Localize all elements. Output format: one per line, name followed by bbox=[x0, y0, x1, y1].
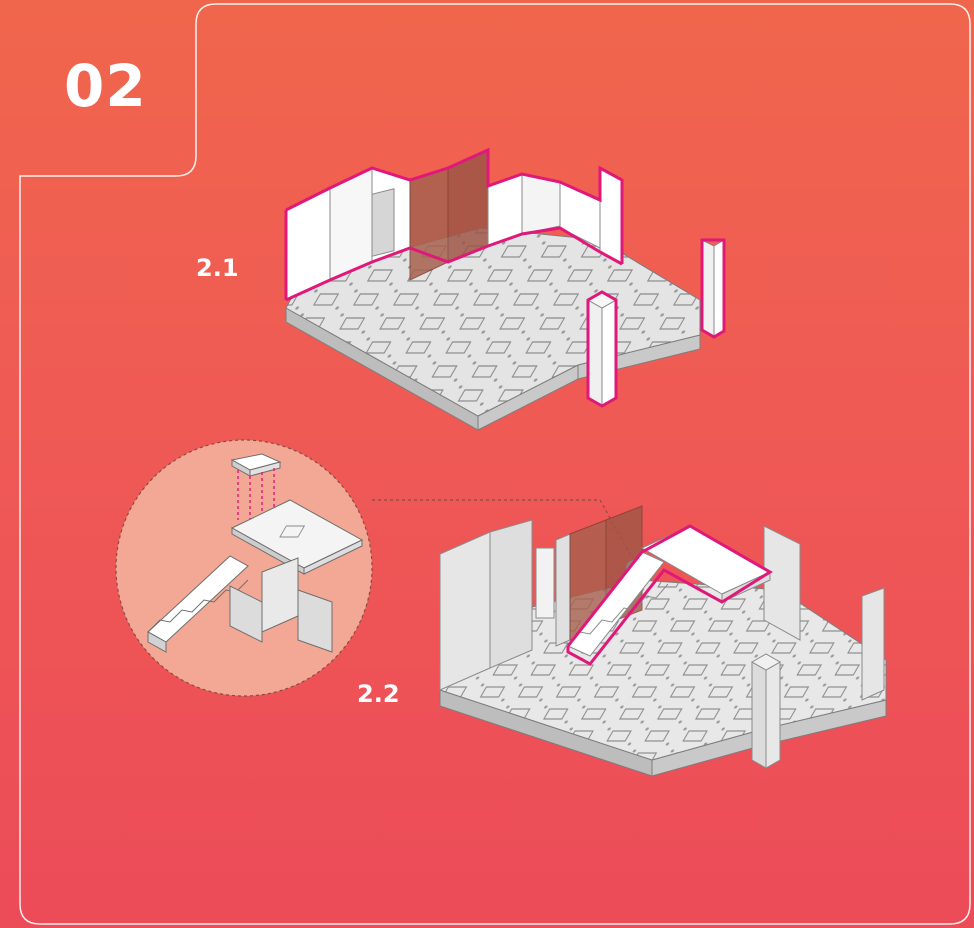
assembly-2-1 bbox=[286, 150, 724, 430]
pillar-icon bbox=[752, 654, 780, 768]
pillar-icon bbox=[588, 292, 616, 406]
assembly-2-2 bbox=[440, 506, 886, 776]
pillar-icon bbox=[702, 240, 724, 337]
